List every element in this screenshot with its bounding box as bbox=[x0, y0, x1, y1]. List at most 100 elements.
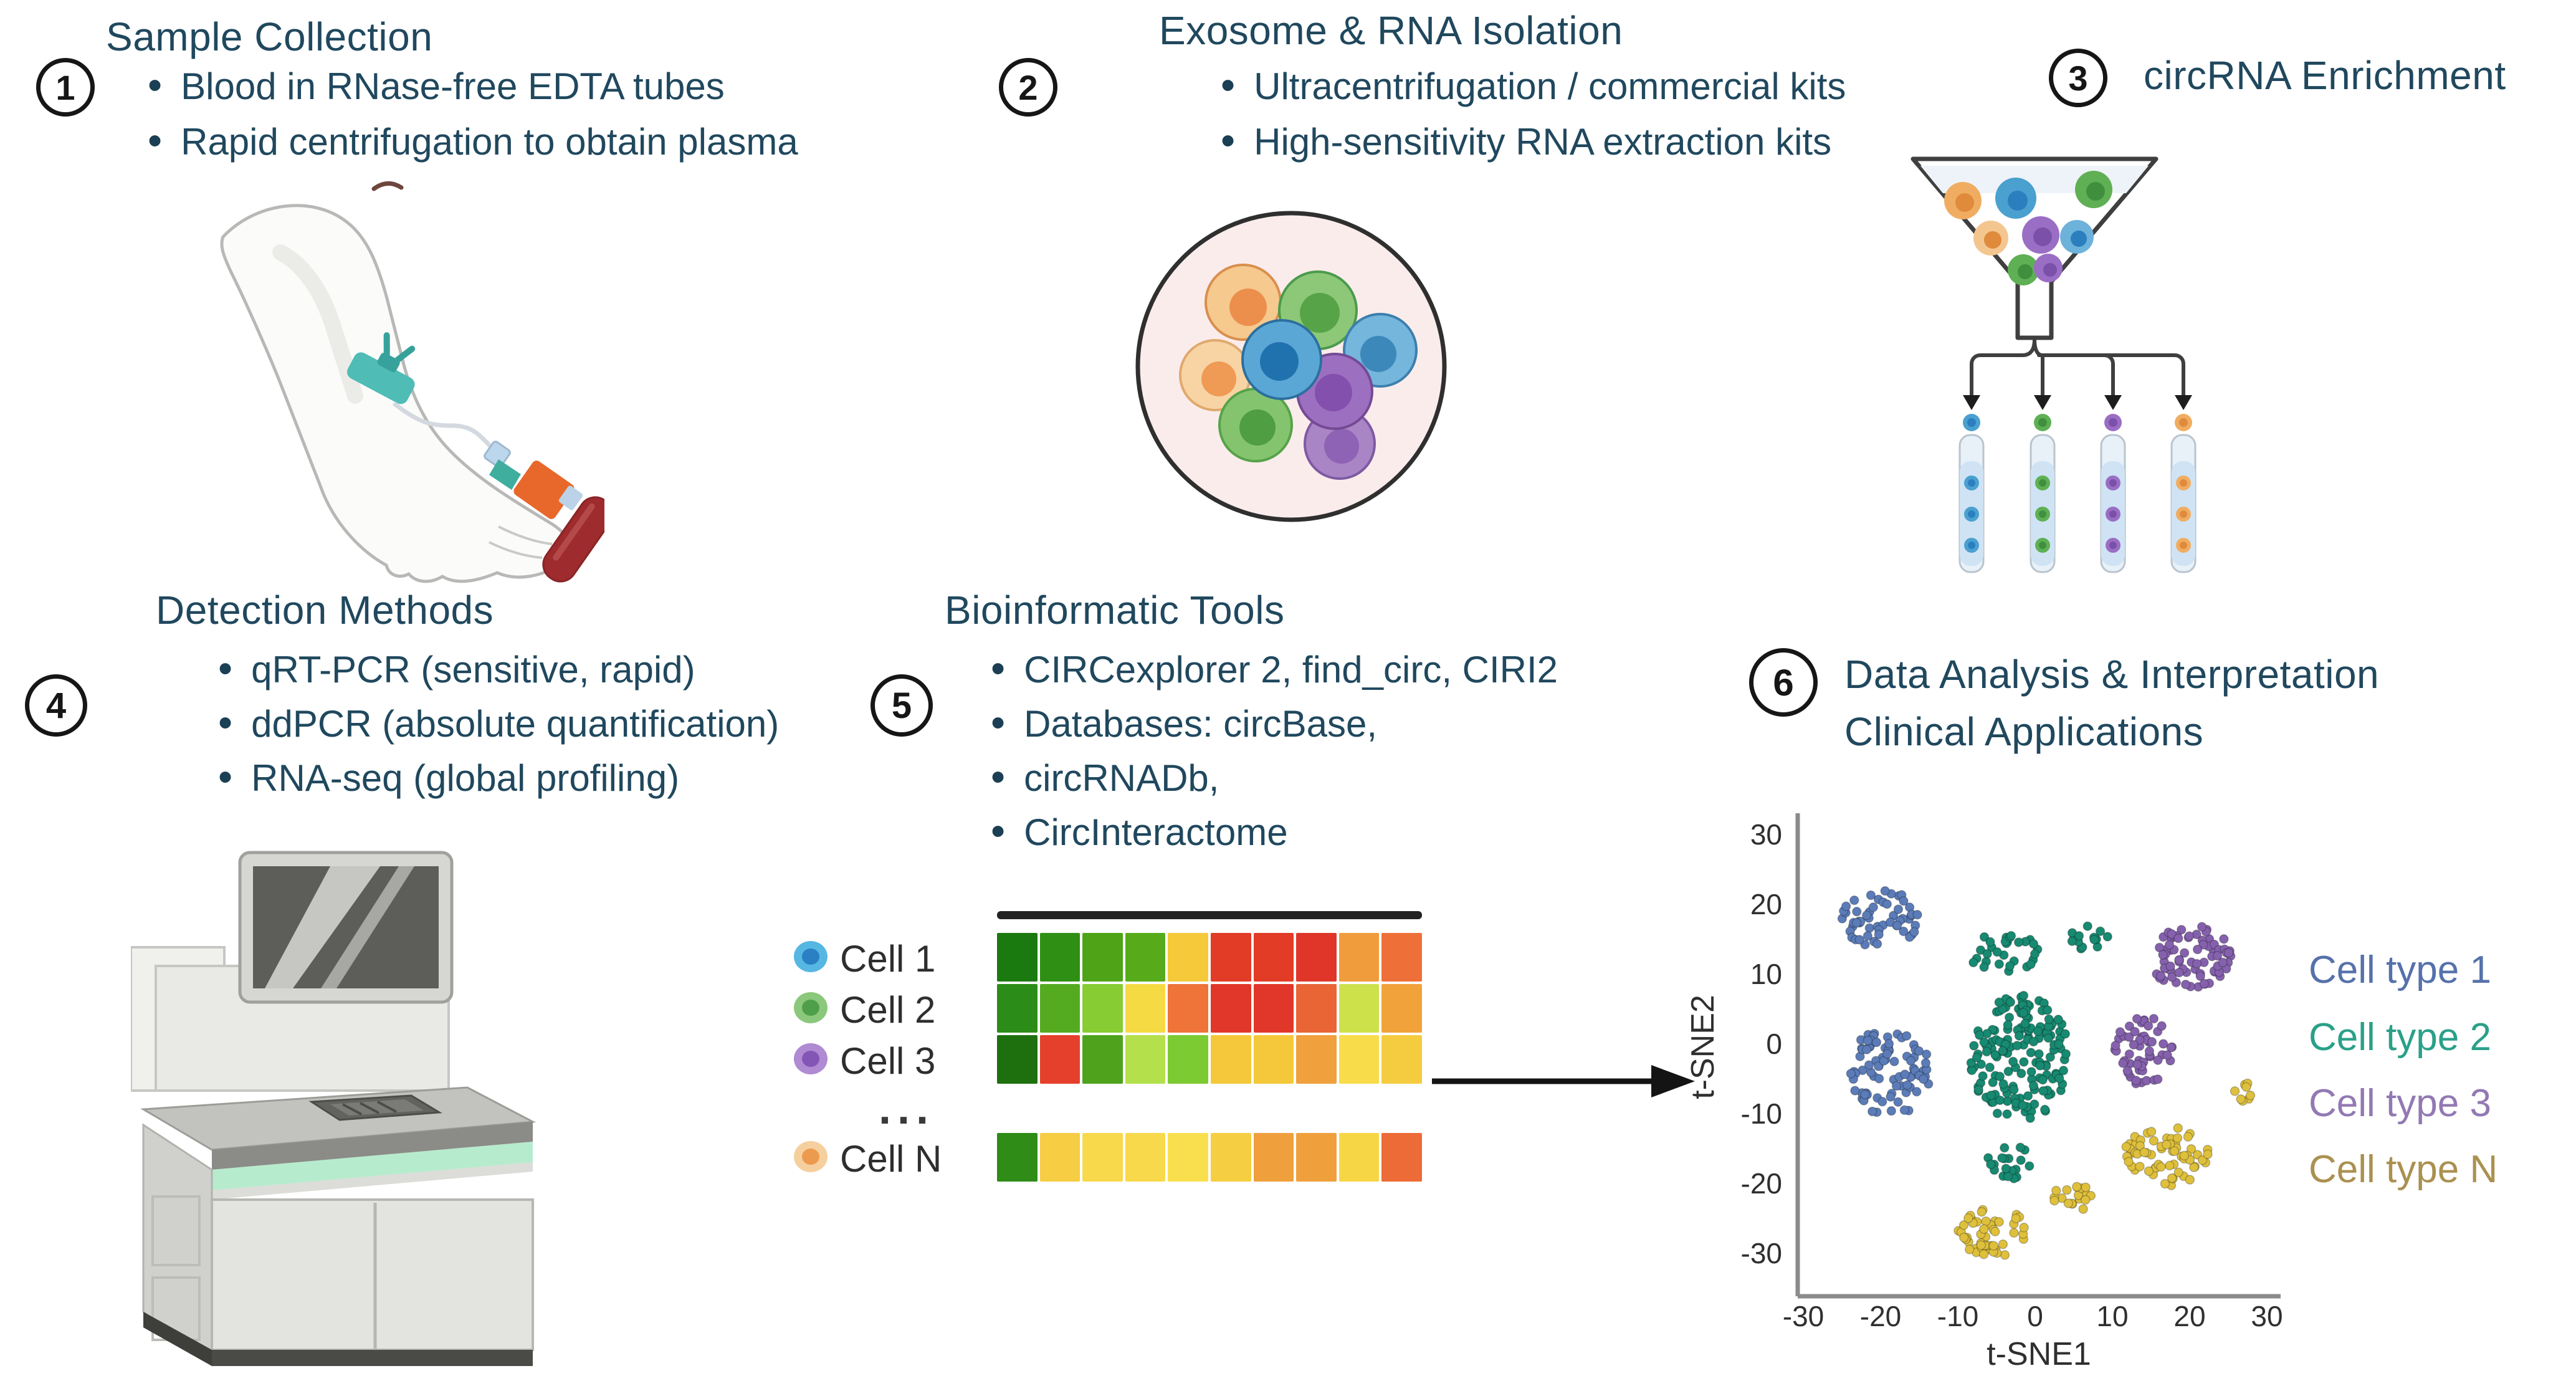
scatter-point bbox=[2166, 1043, 2176, 1053]
scatter-point bbox=[2203, 1149, 2213, 1159]
scatter-point bbox=[2124, 1049, 2135, 1059]
test-tube-green bbox=[2030, 434, 2056, 573]
scatter-point bbox=[2149, 1135, 2159, 1146]
qpcr-machine-illustration bbox=[131, 851, 537, 1367]
step-2-title: Exosome & RNA Isolation bbox=[1159, 8, 1623, 53]
step-4-title: Detection Methods bbox=[156, 588, 494, 633]
scatter-point bbox=[1998, 1239, 2008, 1250]
scatter-point bbox=[1866, 890, 1876, 901]
scatter-point bbox=[1893, 1097, 1903, 1107]
scatter-point bbox=[2011, 1213, 2021, 1223]
x-tick: 0 bbox=[2027, 1300, 2043, 1332]
scatter-point bbox=[1990, 1049, 2000, 1060]
scatter-point bbox=[2156, 1162, 2166, 1172]
needle-hub bbox=[484, 441, 511, 468]
scatter-point bbox=[2245, 1091, 2256, 1101]
legend-cell-type-2: Cell type 2 bbox=[2309, 1016, 2491, 1059]
scatter-point bbox=[2223, 948, 2234, 958]
heatmap-cell bbox=[1168, 933, 1208, 982]
scatter-point bbox=[2167, 972, 2177, 982]
scatter-point bbox=[1854, 935, 1864, 945]
machine-band-shadow bbox=[212, 1162, 533, 1200]
step-number-4: 4 bbox=[25, 674, 87, 737]
scatter-point bbox=[2038, 1086, 2048, 1096]
heatmap-cell bbox=[1296, 933, 1337, 982]
scatter-point bbox=[2089, 934, 2099, 945]
y-tick: 0 bbox=[1766, 1028, 1782, 1060]
scatter-point bbox=[2118, 1058, 2128, 1068]
scatter-point bbox=[1998, 1046, 2008, 1056]
scatter-point bbox=[2063, 1198, 2074, 1208]
step-number-5-label: 5 bbox=[891, 685, 912, 726]
scatter-point bbox=[2054, 1073, 2064, 1084]
heatmap-cell bbox=[1338, 1035, 1380, 1084]
test-tube-purple bbox=[2100, 434, 2126, 573]
scatter-point bbox=[1988, 1241, 1999, 1251]
x-tick: 20 bbox=[2173, 1300, 2205, 1332]
scatter-point bbox=[2001, 1164, 2011, 1173]
x-tick: -30 bbox=[1783, 1300, 1824, 1332]
heatmap-cell bbox=[1253, 933, 1294, 982]
heatmap-cell bbox=[1381, 1133, 1422, 1182]
scatter-point bbox=[2241, 1082, 2251, 1092]
machine-doors bbox=[211, 1198, 534, 1351]
scatter-point bbox=[2199, 978, 2210, 989]
heatmap-cell bbox=[1210, 984, 1251, 1033]
step-5-bullet-3: circRNADb, bbox=[991, 753, 1219, 800]
scatter-point bbox=[2003, 1172, 2013, 1182]
heatmap-cell bbox=[1381, 984, 1422, 1033]
heatmap-cell bbox=[1168, 1035, 1208, 1084]
step-6-title-line1: Data Analysis & Interpretation bbox=[1844, 652, 2380, 697]
scatter-point bbox=[1979, 962, 1989, 972]
scatter-point bbox=[2000, 1143, 2010, 1153]
funnel-branch-pipes bbox=[1970, 338, 2185, 399]
heatmap-cell bbox=[1338, 1133, 1380, 1182]
scatter-point bbox=[1871, 1037, 1882, 1048]
scatter-point bbox=[2131, 1076, 2141, 1086]
scatter-point bbox=[1863, 1036, 1873, 1046]
scatter-point bbox=[2135, 1035, 2145, 1045]
heatmap-cell bbox=[997, 984, 1038, 1033]
scatter-point bbox=[1994, 959, 2005, 969]
heatmap-row-label: Cell 1 bbox=[840, 938, 936, 980]
step-number-1-label: 1 bbox=[55, 67, 75, 107]
heatmap-cell bbox=[1296, 984, 1337, 1033]
scatter-point bbox=[2115, 1027, 2125, 1037]
scatter-point bbox=[1963, 1213, 1973, 1223]
scatter-point bbox=[2095, 926, 2106, 937]
step-number-3-label: 3 bbox=[2068, 58, 2088, 98]
step-4-bullet-2: ddPCR (absolute quantification) bbox=[218, 699, 779, 746]
scatter-point bbox=[2173, 1123, 2183, 1133]
heatmap-cell bbox=[1296, 1035, 1337, 1084]
step-number-4-label: 4 bbox=[45, 685, 67, 726]
heatmap-cell bbox=[997, 933, 1038, 982]
scatter-point bbox=[1902, 1080, 1912, 1090]
scatter-point bbox=[2060, 1029, 2071, 1039]
x-tick: -10 bbox=[1937, 1300, 1978, 1332]
scatter-point bbox=[2236, 1094, 2246, 1104]
scatter-point bbox=[1892, 920, 1902, 930]
test-tube-blue bbox=[1958, 434, 1985, 573]
x-axis-label: t-SNE1 bbox=[1987, 1336, 2091, 1372]
scatter-point bbox=[1882, 1049, 1892, 1059]
scatter-point bbox=[2186, 1144, 2197, 1154]
scatter-point bbox=[1889, 1056, 1899, 1067]
scatter-point bbox=[1986, 1090, 1996, 1101]
legend-cell-type-n: Cell type N bbox=[2309, 1148, 2498, 1191]
scatter-point bbox=[1860, 1089, 1870, 1100]
scatter-point bbox=[2197, 1155, 2208, 1165]
scatter-point bbox=[1841, 901, 1851, 911]
scatter-point bbox=[2078, 1204, 2088, 1214]
scatter-point bbox=[1985, 937, 1995, 947]
heatmap-row-label: Cell N bbox=[840, 1138, 942, 1180]
scatter-point bbox=[2167, 929, 2177, 939]
scatter-point bbox=[1912, 910, 1922, 920]
scatter-point bbox=[2174, 967, 2184, 978]
scatter-point bbox=[2157, 1021, 2167, 1031]
scatter-point bbox=[1864, 1060, 1874, 1070]
scatter-point bbox=[1979, 1224, 1989, 1234]
scatter-point bbox=[1998, 1079, 2008, 1089]
scatter-point bbox=[1868, 902, 1879, 912]
scatter-point bbox=[1852, 907, 1862, 917]
